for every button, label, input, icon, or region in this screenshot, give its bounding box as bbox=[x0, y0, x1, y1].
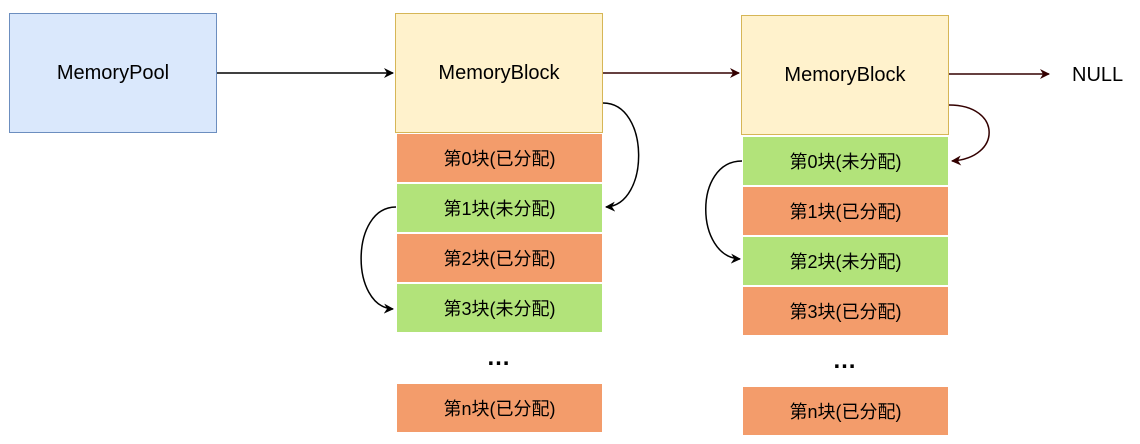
memory-pool-label: MemoryPool bbox=[56, 61, 170, 84]
memory-block-2: MemoryBlock bbox=[741, 15, 949, 135]
block1-ellipsis: … bbox=[396, 333, 603, 383]
block2-cell-2-label: 第2块(未分配) bbox=[789, 252, 902, 272]
block2-cell-3-label: 第3块(已分配) bbox=[789, 302, 902, 322]
block1-cell-2: 第2块(已分配) bbox=[396, 233, 603, 283]
block1-ellipsis-label: … bbox=[486, 344, 513, 371]
block2-cell-1-label: 第1块(已分配) bbox=[789, 202, 902, 222]
memory-block-1-label: MemoryBlock bbox=[438, 61, 560, 84]
block1-cell-1-label: 第1块(未分配) bbox=[443, 199, 556, 219]
block2-cell-n-label: 第n块(已分配) bbox=[789, 402, 902, 422]
block1-cell-0: 第0块(已分配) bbox=[396, 133, 603, 183]
block2-cell-1: 第1块(已分配) bbox=[742, 186, 949, 236]
block1-cell-0-label: 第0块(已分配) bbox=[443, 149, 556, 169]
null-terminator-label: NULL bbox=[1072, 64, 1124, 86]
block1-cell-2-label: 第2块(已分配) bbox=[443, 249, 556, 269]
memory-block-2-label: MemoryBlock bbox=[784, 63, 906, 86]
block1-cell-1: 第1块(未分配) bbox=[396, 183, 603, 233]
block2-freelist-head-arrow bbox=[948, 104, 990, 166]
block2-ellipsis: … bbox=[742, 336, 949, 386]
block2-cell-0-label: 第0块(未分配) bbox=[789, 152, 902, 172]
memory-block-1: MemoryBlock bbox=[395, 13, 603, 133]
block2-ellipsis-label: … bbox=[832, 347, 859, 374]
block1-cell-n: 第n块(已分配) bbox=[396, 383, 603, 433]
block2-cell-n: 第n块(已分配) bbox=[742, 386, 949, 436]
block2-cell-2: 第2块(未分配) bbox=[742, 236, 949, 286]
block2-cell-3: 第3块(已分配) bbox=[742, 286, 949, 336]
block1-freelist-head-arrow bbox=[602, 102, 640, 212]
block1-cell-n-label: 第n块(已分配) bbox=[443, 399, 556, 419]
block1-free-cell-link-arrow bbox=[360, 206, 397, 314]
block1-cell-3-label: 第3块(未分配) bbox=[443, 299, 556, 319]
block2-cell-0: 第0块(未分配) bbox=[742, 136, 949, 186]
block1-cell-3: 第3块(未分配) bbox=[396, 283, 603, 333]
block2-free-cell-link-arrow bbox=[705, 160, 743, 264]
memory-pool-box: MemoryPool bbox=[9, 13, 217, 133]
